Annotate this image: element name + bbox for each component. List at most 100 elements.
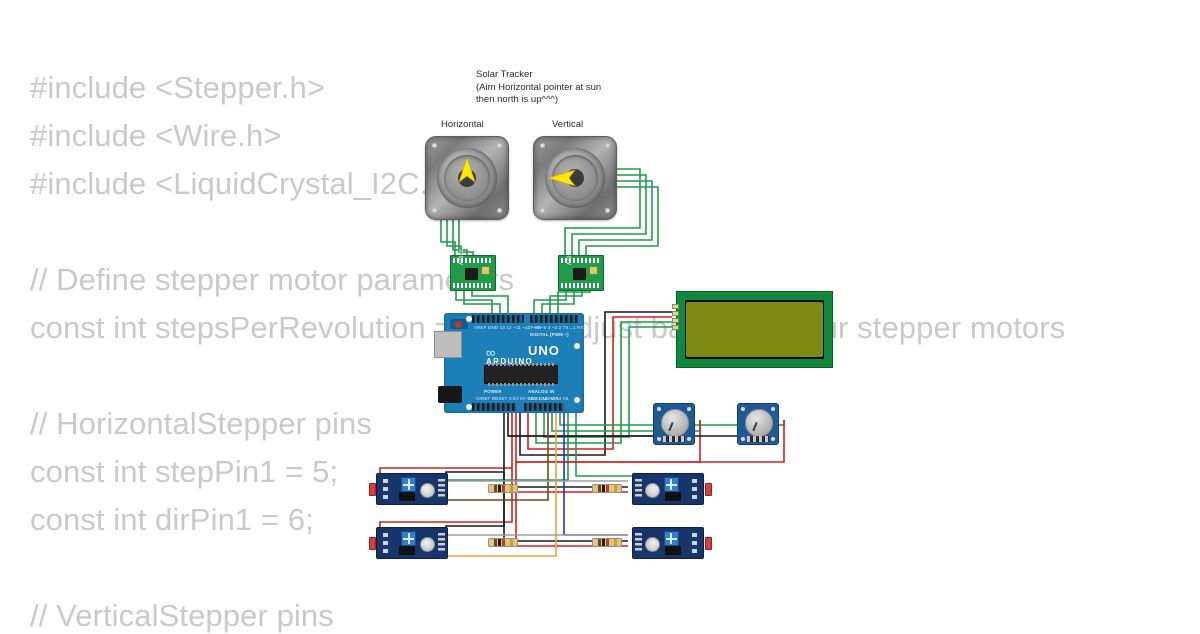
code-line-8: const int dirPin1 = 6; [30,502,314,537]
ldr-module-bottom-left[interactable] [376,527,448,559]
mounting-hole [687,407,691,411]
code-line-2: #include <Wire.h> [30,118,282,153]
stepper-motor-vertical[interactable] [533,136,617,220]
analog-header-label: ANALOG IN [528,389,555,394]
mounting-hole [657,437,661,441]
motor-screw [497,208,502,213]
digital-header-left[interactable] [472,315,524,323]
sensor-led-indicator [705,483,712,496]
analog-pin-labels: A0 A1 A2 A3 A4 A5 [528,396,569,401]
pad [692,495,697,499]
potentiometer-pin-header[interactable] [663,436,685,442]
trimmer-potentiometer[interactable] [664,531,679,546]
mounting-hole [687,437,691,441]
comparator-ic [665,546,681,555]
light-sensor-icon [645,483,660,498]
driver-trimpot[interactable] [589,266,598,275]
pad [383,487,388,491]
sensor-led-indicator [705,537,712,550]
motor-screw [497,143,502,148]
potentiometer-module-2[interactable] [737,403,779,445]
arduino-uno-board[interactable]: AREF GND 13 12 ~11 ~10 ~9 8 7 ~6 ~5 4 ~3… [434,313,591,413]
potentiometer-module-1[interactable] [653,403,695,445]
stepper-driver-2[interactable]: A4988 [558,249,604,291]
driver-chip [573,268,586,280]
mounting-hole [574,343,580,349]
diagram-title-block: Solar Tracker (Aim Horizontal pointer at… [476,69,601,107]
digital-pin-labels-right: 7 ~6 ~5 4 ~3 2 TX→1 RX←0 [530,325,591,330]
code-line-3: #include <LiquidCrystal_I2C.h> [30,166,464,201]
pad [692,479,697,483]
diagram-title: Solar Tracker [476,69,533,80]
resistor [488,484,518,493]
reset-button[interactable] [455,321,462,328]
potentiometer-knob[interactable] [661,409,689,437]
digital-header-label: DIGITAL (PWM ~) [530,332,569,337]
driver-header-top [453,258,493,263]
analog-header[interactable] [524,403,564,411]
motor-screw [540,143,545,148]
light-sensor-icon [420,537,435,552]
trimmer-potentiometer[interactable] [401,531,416,546]
ldr-module-top-left[interactable] [376,473,448,505]
mounting-hole [771,437,775,441]
trimmer-potentiometer[interactable] [401,477,416,492]
motor-screw [432,143,437,148]
pointer-arrow-up-icon [458,157,476,183]
sensor-led-indicator [369,483,376,496]
pad [383,495,388,499]
digital-header-right[interactable] [530,315,578,323]
sensor-pin-header[interactable] [438,533,445,553]
trimmer-potentiometer[interactable] [664,477,679,492]
label-horizontal-motor: Horizontal [441,119,484,130]
stepper-driver-1[interactable]: A4988 [450,249,496,291]
label-vertical-motor: Vertical [552,119,584,130]
sensor-pin-header[interactable] [438,479,445,499]
sensor-pin-header[interactable] [635,533,642,553]
resistor [488,538,518,547]
arduino-infinity-logo-icon: ∞ [486,345,497,360]
pad [692,541,697,545]
mounting-hole [741,407,745,411]
mounting-hole [466,404,472,410]
arduino-brand-label: ARDUINO [486,357,534,366]
power-jack[interactable] [438,386,462,403]
lcd-i2c-header[interactable] [672,304,679,330]
pad [383,541,388,545]
code-line-1: #include <Stepper.h> [30,70,326,105]
code-line-6: // HorizontalStepper pins [30,406,372,441]
mounting-hole [466,316,472,322]
code-line-4: // Define stepper motor parameters [30,262,515,297]
motor-screw [432,208,437,213]
pad [692,487,697,491]
digital-pin-labels-left: AREF GND 13 12 ~11 ~10 ~9 8 [474,325,542,330]
sensor-pin-header[interactable] [635,479,642,499]
motor-screw [605,208,610,213]
stepper-motor-horizontal[interactable] [425,136,509,220]
driver-trimpot[interactable] [481,266,490,275]
lcd-display-module[interactable] [672,291,833,368]
comparator-ic [399,492,415,501]
resistor [592,538,622,547]
ldr-module-top-right[interactable] [632,473,704,505]
diagram-note-line-1: (Aim Horizontal pointer at sun [476,81,602,93]
usb-connector[interactable] [434,331,462,358]
mounting-hole [741,437,745,441]
power-header-label: POWER [484,389,502,394]
sensor-led-indicator [369,537,376,550]
pad [383,479,388,483]
driver-label: A4988 [567,249,573,265]
pad [383,549,388,553]
potentiometer-knob[interactable] [745,409,773,437]
diagram-note-line-2: then north is up^^^) [476,94,559,105]
ldr-module-bottom-right[interactable] [632,527,704,559]
lcd-screen [686,302,823,357]
pad [692,549,697,553]
driver-label: A4988 [459,249,465,265]
potentiometer-pin-header[interactable] [747,436,769,442]
comparator-ic [665,492,681,501]
code-line-9: // VerticalStepper pins [30,598,334,633]
light-sensor-icon [645,537,660,552]
power-header[interactable] [472,403,516,411]
